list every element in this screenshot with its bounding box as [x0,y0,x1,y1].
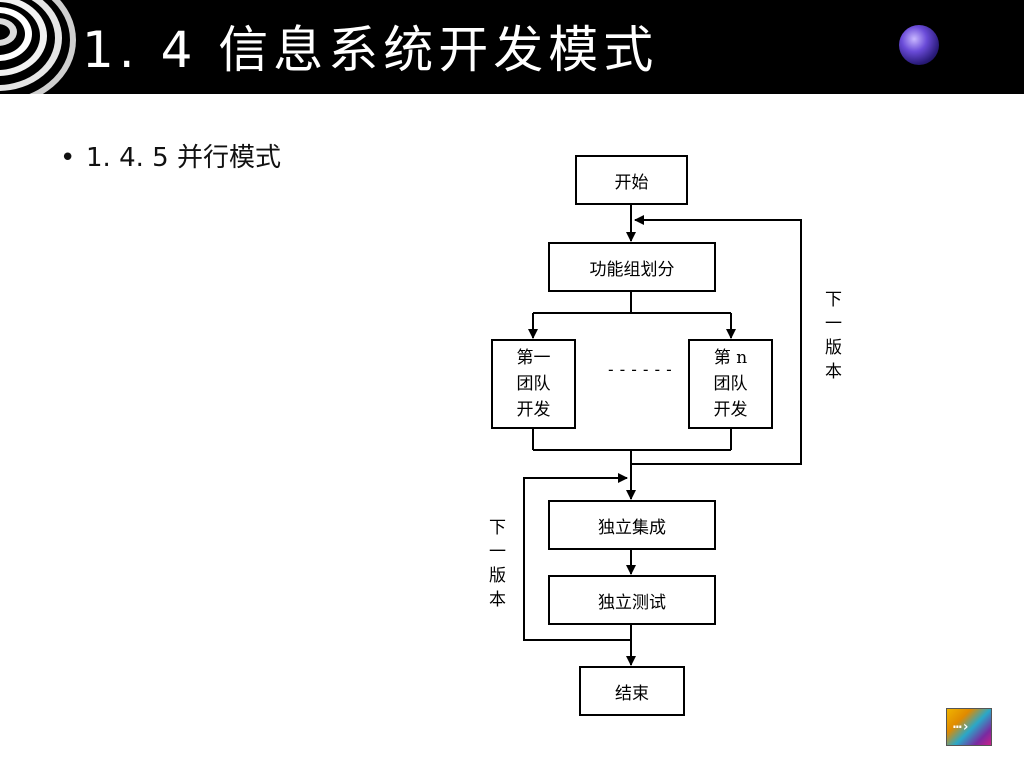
team-first-node: 第一 团队 开发 [491,339,576,429]
integration-label: 独立集成 [598,517,666,538]
label-char: 下 [825,290,842,310]
label-char: 本 [489,590,506,610]
start-label: 开始 [614,172,649,193]
next-version-label-right: 下 一 版 本 [825,288,842,384]
label-char: 下 [489,518,506,538]
testing-label: 独立测试 [598,592,666,613]
label-char: 版 [489,566,506,586]
team-n-line2: 团队 [713,374,748,394]
label-char: 本 [825,362,842,382]
end-label: 结束 [615,683,649,704]
bullet-text: 1. 4. 5 并行模式 [86,143,281,173]
globe-icon [899,25,939,65]
function-split-node: 功能组划分 [548,242,716,292]
label-char: 一 [489,542,506,562]
bullet-dot: • [60,143,76,173]
concentric-rings-icon [0,0,76,94]
team-n-line3: 开发 [713,400,748,420]
bullet-item: • 1. 4. 5 并行模式 [60,137,281,174]
function-split-label: 功能组划分 [589,259,675,280]
integration-node: 独立集成 [548,500,716,550]
testing-node: 独立测试 [548,575,716,625]
team-n-node: 第 n 团队 开发 [688,339,773,429]
slide-title: 1. 4 信息系统开发模式 [82,21,659,79]
team-first-line1: 第一 [516,348,551,368]
ellipsis: ------ [606,360,676,379]
end-node: 结束 [579,666,685,716]
title-bar: 1. 4 信息系统开发模式 [0,0,1024,94]
team-first-line2: 团队 [516,374,551,394]
next-version-label-left: 下 一 版 本 [489,516,506,612]
label-char: 版 [825,338,842,358]
start-node: 开始 [575,155,688,205]
team-first-line3: 开发 [516,400,551,420]
team-n-line1: 第 n [713,348,748,368]
label-char: 一 [825,314,842,334]
next-slide-icon[interactable]: ⋯› [946,708,992,746]
